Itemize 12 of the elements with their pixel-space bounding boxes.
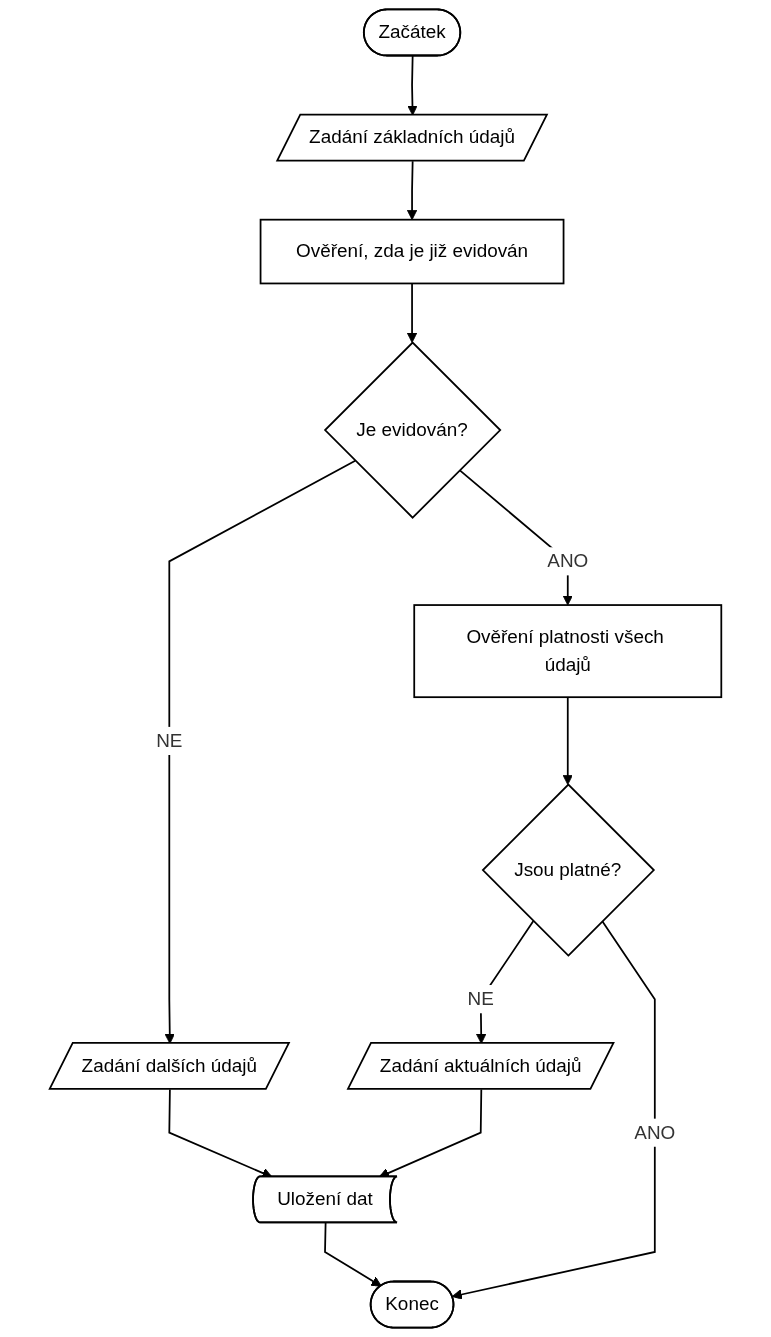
arrow — [406, 160, 418, 221]
node-box: Ověření platnosti všech údajů — [413, 604, 723, 699]
arrow — [406, 282, 418, 343]
edge-label: ANO — [547, 550, 589, 571]
node-box: Ověření, zda je již evidován — [259, 218, 565, 285]
arrow — [324, 1222, 382, 1287]
arrow — [562, 696, 573, 786]
node-diamond: Je evidován? — [323, 341, 502, 519]
node-diamond: Jsou platné? — [481, 783, 656, 957]
edge-label: NE — [156, 730, 183, 751]
edge-label: NE — [467, 988, 494, 1009]
edge-label: ANO — [634, 1122, 676, 1143]
